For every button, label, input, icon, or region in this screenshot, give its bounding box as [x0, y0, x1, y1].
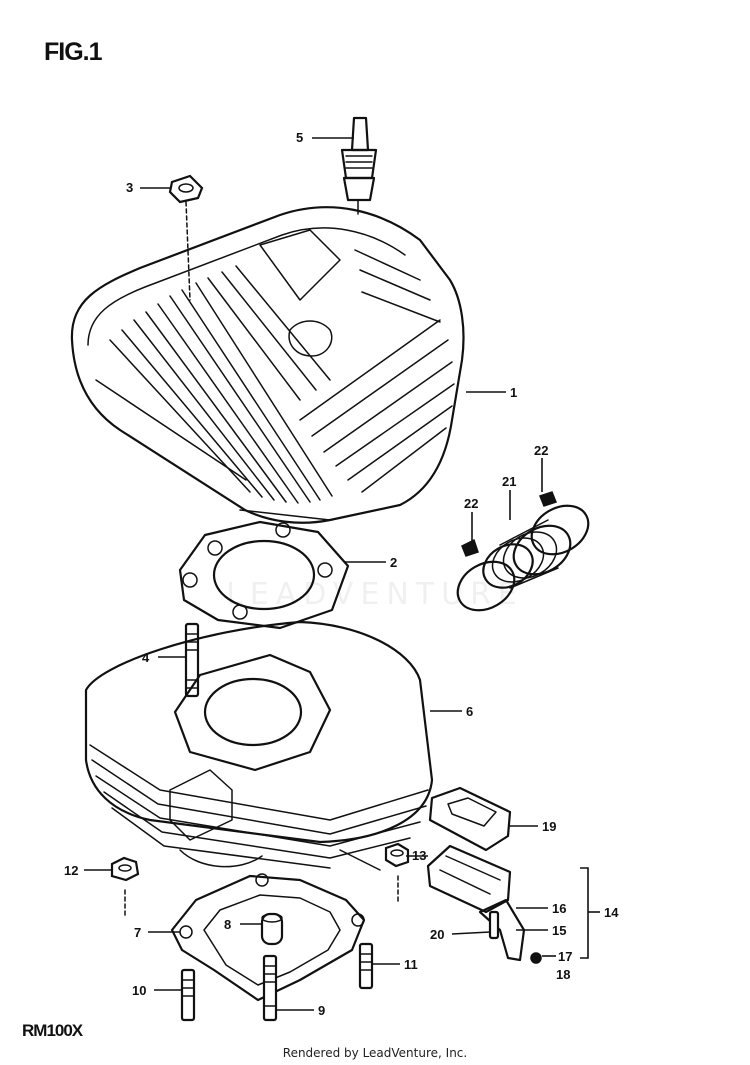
part-clamp-lower — [456, 538, 516, 612]
callout-7: 7 — [134, 925, 141, 940]
footer-credit: Rendered by LeadVenture, Inc. — [282, 1046, 468, 1060]
leader-lines — [84, 137, 600, 1011]
part-cylinder-nut-left — [110, 856, 140, 916]
part-reed-screw — [530, 952, 542, 964]
part-head-gasket — [178, 520, 350, 630]
callout-21: 21 — [502, 474, 516, 489]
model-code: RM100X — [22, 1021, 83, 1040]
figure-title: FIG.1 — [44, 38, 103, 66]
callout-2: 2 — [390, 555, 397, 570]
part-reed-stopper — [478, 898, 526, 962]
callout-20: 20 — [430, 927, 444, 942]
callout-16: 16 — [552, 901, 566, 916]
callout-11: 11 — [404, 957, 418, 972]
callout-6: 6 — [466, 704, 473, 719]
callout-18: 18 — [556, 967, 570, 982]
callout-labels: 5 3 1 22 21 22 2 4 6 19 12 13 16 14 15 2… — [64, 130, 619, 1018]
callout-10: 10 — [132, 983, 146, 998]
callout-14: 14 — [604, 905, 619, 920]
callout-4: 4 — [142, 650, 150, 665]
callout-19: 19 — [542, 819, 556, 834]
part-stud-bolt-lower-11 — [358, 942, 374, 990]
part-spark-plug — [340, 116, 378, 215]
part-clamp-upper — [530, 491, 590, 556]
callout-12: 12 — [64, 863, 78, 878]
callout-22a: 22 — [534, 443, 548, 458]
watermark: LEADVENTURE — [226, 577, 524, 612]
part-cylinder — [84, 620, 434, 871]
part-cylinder-head — [70, 206, 465, 524]
part-stud-bolt-lower-10 — [180, 968, 196, 1022]
part-cylinder-nut-right — [384, 842, 410, 905]
callout-15: 15 — [552, 923, 566, 938]
part-head-nut — [168, 174, 204, 301]
callout-13: 13 — [412, 848, 426, 863]
callout-8: 8 — [224, 917, 231, 932]
part-stud-bolt-lower-9 — [262, 954, 278, 1022]
callout-3: 3 — [126, 180, 133, 195]
part-reed-valve-gasket — [428, 786, 512, 852]
callout-1: 1 — [510, 385, 517, 400]
callout-9: 9 — [318, 1003, 325, 1018]
part-dowel-pin — [260, 912, 284, 946]
callout-17: 17 — [558, 949, 572, 964]
callout-22b: 22 — [464, 496, 478, 511]
callout-5: 5 — [296, 130, 303, 145]
part-intake-pipe — [482, 519, 572, 589]
part-reed-valve — [426, 844, 512, 914]
